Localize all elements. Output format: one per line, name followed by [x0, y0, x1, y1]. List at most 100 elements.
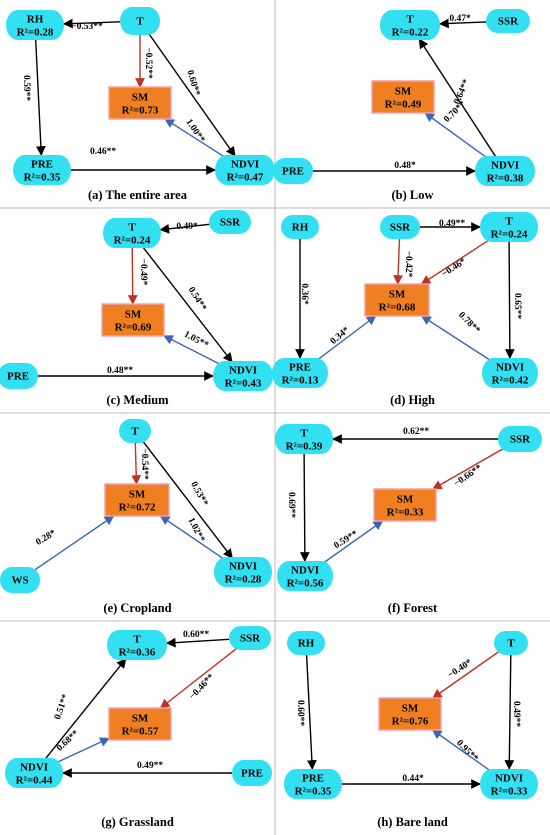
edge-coefficient-label: 0.49** — [137, 761, 163, 771]
edge-coefficient-label: 1.00** — [183, 117, 206, 144]
variable-node-shape — [380, 215, 420, 239]
panel-1: −0.53**−0.52**0.60**0.59**0.46**1.00**RH… — [6, 7, 275, 202]
sm-box — [108, 86, 172, 120]
node-label: T — [507, 638, 515, 650]
edge-coefficient-label: 0.54** — [186, 285, 208, 313]
panel-caption: (f) Forest — [388, 601, 438, 615]
edge-coefficient-label: 0.48* — [394, 161, 416, 171]
edge-coefficient-label: 0.49** — [439, 219, 465, 229]
edge-coefficient-label: 0.36* — [299, 283, 309, 305]
edge-coefficient-label: 0.51** — [53, 693, 71, 721]
variable-node-shape — [281, 215, 319, 239]
node-r-squared: R²=0.24 — [491, 229, 528, 241]
variable-node-shape — [284, 769, 342, 799]
node-label: NDVI — [231, 159, 259, 171]
edge-coefficient-label: −0.46* — [440, 257, 468, 280]
node-label: T — [133, 634, 141, 646]
edge-coefficient-label: 0.60** — [295, 700, 305, 726]
node-pre: PRE — [273, 158, 313, 184]
edge-ndvi-to-sm — [159, 515, 226, 561]
node-r-squared: R²=0.72 — [119, 502, 156, 514]
node-r-squared: R²=0.56 — [287, 578, 324, 590]
edge-coefficient-label: 0.49** — [511, 701, 521, 727]
node-label: SM — [132, 713, 149, 725]
edge-ssr-to-sm — [432, 447, 505, 490]
variable-node-shape — [486, 9, 530, 33]
node-r-squared: R²=0.57 — [122, 726, 159, 738]
node-t: TR²=0.24 — [103, 218, 161, 248]
node-label: PRE — [7, 371, 29, 383]
edge-t-to-sm — [431, 650, 500, 699]
node-r-squared: R²=0.39 — [286, 441, 323, 453]
variable-node-shape — [0, 567, 40, 593]
node-r-squared: R²=0.68 — [379, 302, 416, 314]
node-label: SM — [129, 489, 146, 501]
node-label: T — [128, 222, 136, 234]
node-label: SM — [125, 309, 142, 321]
node-label: PRE — [289, 362, 311, 374]
panel-caption: (c) Medium — [106, 393, 169, 407]
edge-ssr-to-t — [438, 18, 487, 29]
edge-ndvi-to-sm — [321, 520, 384, 565]
variable-node-shape — [232, 760, 272, 786]
node-label: SSR — [240, 633, 261, 645]
node-label: PRE — [241, 768, 263, 780]
node-label: RH — [292, 222, 309, 234]
node-r-squared: R²=0.28 — [17, 27, 54, 39]
variable-node-shape — [498, 426, 542, 452]
node-rh: RH — [287, 631, 325, 655]
variable-node-shape — [272, 358, 328, 388]
edge-coefficient-label: −0.40* — [446, 658, 474, 681]
edge-ws-to-sm — [33, 515, 115, 572]
node-r-squared: R²=0.44 — [16, 775, 53, 787]
edge-ssr-to-sm — [393, 238, 403, 285]
edge-coefficient-label: 0.60** — [184, 69, 201, 97]
node-r-squared: R²=0.33 — [387, 507, 424, 519]
sm-box — [101, 303, 165, 337]
variable-node-shape — [275, 424, 333, 454]
node-ssr: SSR — [229, 626, 271, 650]
edge-coefficient-label: −0.52** — [143, 47, 153, 79]
node-r-squared: R²=0.38 — [487, 173, 524, 185]
edge-coefficient-label: 0.48** — [107, 366, 133, 376]
node-t: T — [494, 631, 528, 655]
edge-t-to-ndvi — [504, 654, 515, 770]
edge-coefficient-label: −0.46** — [188, 672, 217, 702]
node-label: PRE — [31, 159, 53, 171]
node-label: SM — [132, 92, 149, 104]
variable-node-shape — [287, 631, 325, 655]
panel-caption: (h) Bare land — [377, 815, 448, 829]
edge-coefficient-label: −0.49* — [138, 259, 148, 286]
edge-coefficient-label: 0.44* — [402, 774, 424, 784]
node-ssr: SSR — [380, 215, 420, 239]
node-label: NDVI — [495, 773, 523, 785]
sm-box — [373, 488, 437, 522]
edge-ndvi-to-sm — [424, 112, 489, 160]
variable-node-shape — [380, 10, 440, 40]
sm-box — [364, 283, 430, 317]
node-label: SM — [395, 86, 412, 98]
edge-ndvi-to-sm — [55, 737, 110, 764]
node-ssr: SSR — [498, 426, 542, 452]
panel-2: 0.47*0.64**0.70**0.48*TR²=0.22SSRSMR²=0.… — [273, 9, 535, 202]
node-pre: PRE — [0, 363, 38, 389]
edge-ndvi-to-t — [418, 38, 497, 158]
edge-rh-to-pre — [35, 39, 46, 156]
panel-4: 0.36*0.49**−0.42*−0.46*0.65**0.34*0.78**… — [272, 212, 538, 407]
edge-t-to-ndvi — [148, 33, 236, 157]
edge-ssr-to-t — [165, 637, 230, 648]
node-label: RH — [298, 638, 315, 650]
edge-coefficient-label: 0.65** — [512, 293, 522, 319]
node-rh: RH — [281, 215, 319, 239]
edge-coefficient-label: 0.59** — [21, 75, 31, 101]
